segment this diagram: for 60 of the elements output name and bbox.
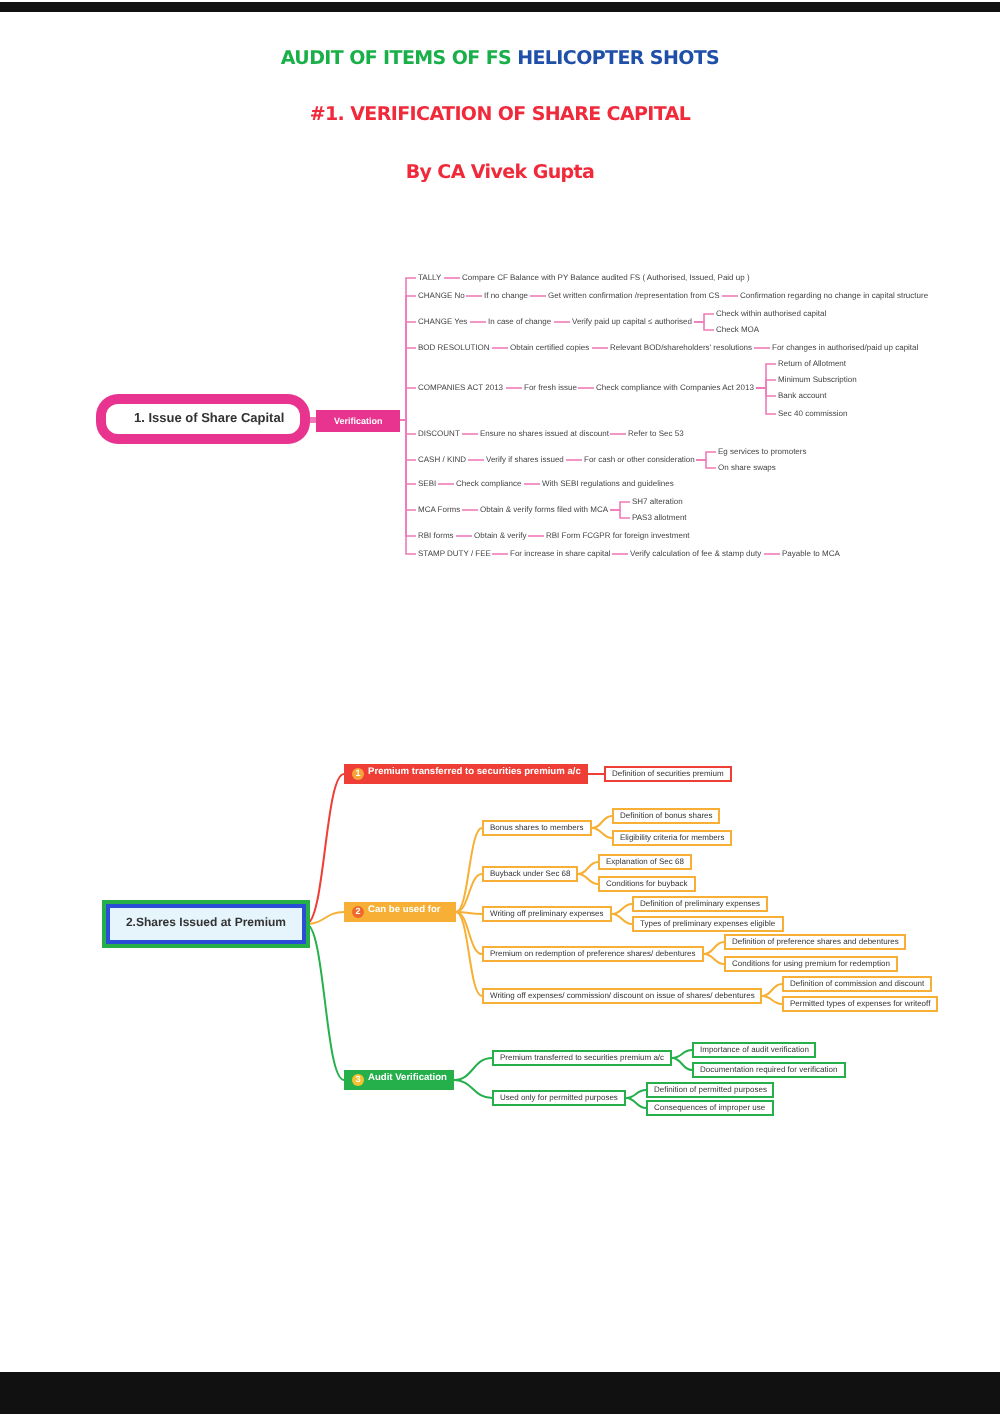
- connector-line: [553, 321, 571, 323]
- connector-line: [443, 277, 461, 279]
- title-text: HELICOPTER SHOTS: [517, 48, 720, 70]
- connector-line: [461, 433, 479, 435]
- connector-line: [453, 1057, 493, 1081]
- branch-box: [344, 1070, 455, 1090]
- connector-line: [455, 911, 483, 997]
- connector-line: [455, 535, 473, 537]
- connector-line: [721, 295, 739, 297]
- connector-line: [529, 295, 547, 297]
- connector-line: [455, 911, 483, 955]
- connector-line: [703, 941, 725, 955]
- connector-line: [591, 827, 613, 839]
- connector-line: [455, 911, 483, 915]
- connector-line: [437, 483, 455, 485]
- connector-line: [753, 347, 771, 349]
- connector-line: [761, 995, 783, 1005]
- connector-line: [625, 1097, 647, 1109]
- connector-line: [611, 553, 629, 555]
- connector-line: [467, 459, 485, 461]
- connector-line: [625, 1089, 647, 1099]
- connector-line: [703, 953, 725, 965]
- subtitle-text: #1. VERIFICATION OF SHARE CAPITAL: [309, 104, 691, 126]
- connector-line: [755, 387, 777, 415]
- title-text: AUDIT OF ITEMS OF FS: [280, 48, 512, 70]
- connector-line: [577, 387, 595, 389]
- connector-line: [469, 321, 487, 323]
- branch-box: [344, 902, 457, 922]
- connector-line: [461, 509, 479, 511]
- connector-line: [695, 459, 717, 469]
- connector-line: [523, 483, 541, 485]
- connector-line: [455, 827, 483, 913]
- connector-line: [577, 873, 599, 885]
- connector-line: [491, 347, 509, 349]
- connector-line: [399, 387, 417, 421]
- author-text: By CA Vivek Gupta: [405, 162, 595, 184]
- connector-line: [609, 433, 627, 435]
- branch-box: [344, 764, 589, 784]
- connector-line: [591, 347, 609, 349]
- connector-line: [609, 509, 631, 519]
- connector-line: [565, 459, 583, 461]
- connector-line: [761, 983, 783, 997]
- connector-line: [453, 1079, 493, 1099]
- connector-line: [491, 553, 509, 555]
- connector-line: [305, 773, 345, 925]
- connector-line: [611, 903, 633, 915]
- connector-line: [455, 873, 483, 913]
- connector-line: [611, 913, 633, 925]
- connector-line: [505, 387, 523, 389]
- connector-line: [591, 815, 613, 829]
- connector-line: [577, 861, 599, 875]
- connector-line: [527, 535, 545, 537]
- connector-line: [305, 911, 345, 925]
- connector-line: [693, 321, 715, 331]
- connector-line: [305, 923, 345, 1081]
- connector-line: [763, 553, 781, 555]
- connector-line: [671, 1057, 693, 1071]
- connector-line: [465, 295, 483, 297]
- connector-line: [671, 1049, 693, 1059]
- connector-line: [587, 773, 605, 775]
